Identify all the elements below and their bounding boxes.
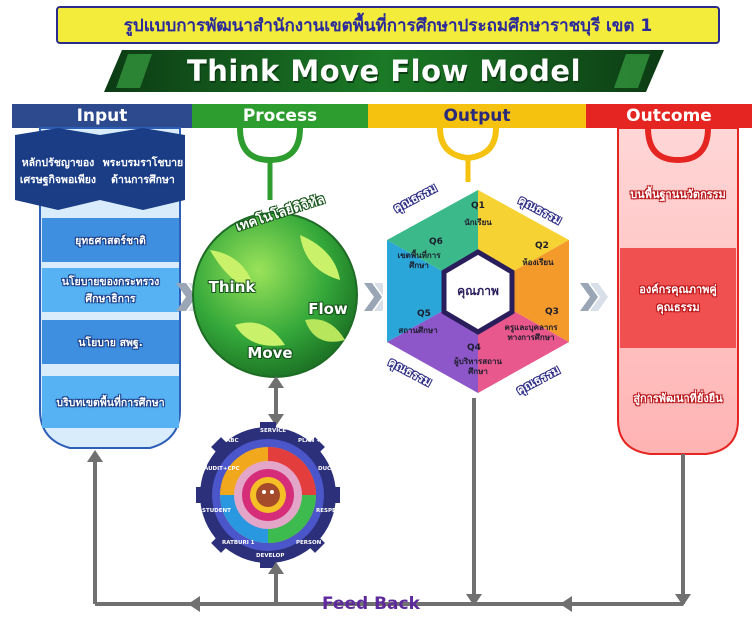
gear-label: DUCT bbox=[318, 466, 335, 472]
output-q3: Q3 bbox=[545, 307, 559, 317]
outcome-item: องค์กรคุณภาพคู่คุณธรรม bbox=[639, 283, 717, 314]
process-move: Move bbox=[247, 344, 293, 362]
output-q6: Q6 bbox=[429, 237, 443, 247]
gear-label: RESPECT bbox=[316, 508, 344, 514]
gear-label: ABC bbox=[226, 438, 239, 444]
double-arrow-icon bbox=[268, 376, 284, 426]
output-q6-label: เขตพื้นที่การศึกษา bbox=[397, 251, 441, 270]
gear-label: STUDENT bbox=[202, 508, 231, 514]
output-q2: Q2 bbox=[535, 241, 549, 251]
process-sphere bbox=[192, 212, 358, 378]
gear-label: RATBURI 1 bbox=[222, 540, 255, 546]
output-q2-label: ห้องเรียน bbox=[522, 258, 554, 267]
input-royal-policy: พระบรมราโชบายด้านการศึกษา bbox=[102, 157, 184, 186]
input-item: นโยบายของกระทรวงศึกษาธิการ bbox=[61, 276, 160, 305]
input-item: นโยบาย สพฐ. bbox=[78, 336, 143, 349]
outcome-item: บนพื้นฐานนวัตกรรม bbox=[630, 188, 726, 201]
output-q4-label: ผู้บริหารสถานศึกษา bbox=[454, 357, 502, 376]
gear-label: DEVELOP bbox=[256, 553, 285, 559]
input-philosophy: หลักปรัชญาของเศรษฐกิจพอเพียง bbox=[19, 157, 97, 186]
arrow-icon bbox=[87, 450, 691, 612]
output-q5-label: สถานศึกษา bbox=[398, 326, 438, 335]
header-output: Output bbox=[368, 104, 586, 128]
gear-label: SERVICE bbox=[260, 428, 287, 434]
output-q5: Q5 bbox=[417, 309, 431, 319]
outcome-column bbox=[617, 127, 739, 455]
header-process: Process bbox=[192, 104, 368, 128]
gear-label: AUDIT+CPC bbox=[204, 466, 240, 472]
outcome-item: สู่การพัฒนาที่ยั่งยืน bbox=[633, 392, 723, 405]
output-q4: Q4 bbox=[467, 343, 481, 353]
input-column bbox=[15, 127, 185, 449]
model-name: Think Move Flow Model bbox=[186, 54, 582, 88]
output-hexagon bbox=[383, 185, 573, 398]
gear-label: PLAN + T bbox=[298, 438, 327, 444]
model-banner bbox=[104, 50, 664, 92]
title-bar: รูปแบบการพัฒนาสำนักงานเขตพื้นที่การศึกษา… bbox=[56, 6, 720, 44]
process-flow: Flow bbox=[308, 300, 348, 318]
output-q3-label: ครูและบุคลากรทางการศึกษา bbox=[504, 323, 558, 342]
diagram-title: รูปแบบการพัฒนาสำนักงานเขตพื้นที่การศึกษา… bbox=[123, 15, 653, 36]
gear-icon bbox=[196, 422, 340, 568]
output-center-quality: คุณภาพ bbox=[457, 283, 499, 298]
feedback-label: Feed Back bbox=[322, 594, 420, 614]
input-item: ยุทธศาสตร์ชาติ bbox=[75, 234, 146, 247]
process-think: Think bbox=[208, 278, 256, 296]
chevron-right-icon bbox=[580, 283, 608, 311]
gear-label: PERSON bbox=[296, 540, 322, 546]
feedback-loop bbox=[93, 398, 685, 606]
header-outcome: Outcome bbox=[586, 104, 752, 128]
output-q1: Q1 bbox=[471, 201, 485, 211]
input-item: บริบทเขตพื้นที่การศึกษา bbox=[56, 396, 165, 409]
header-input: Input bbox=[12, 104, 192, 128]
output-q1-label: นักเรียน bbox=[464, 218, 492, 227]
